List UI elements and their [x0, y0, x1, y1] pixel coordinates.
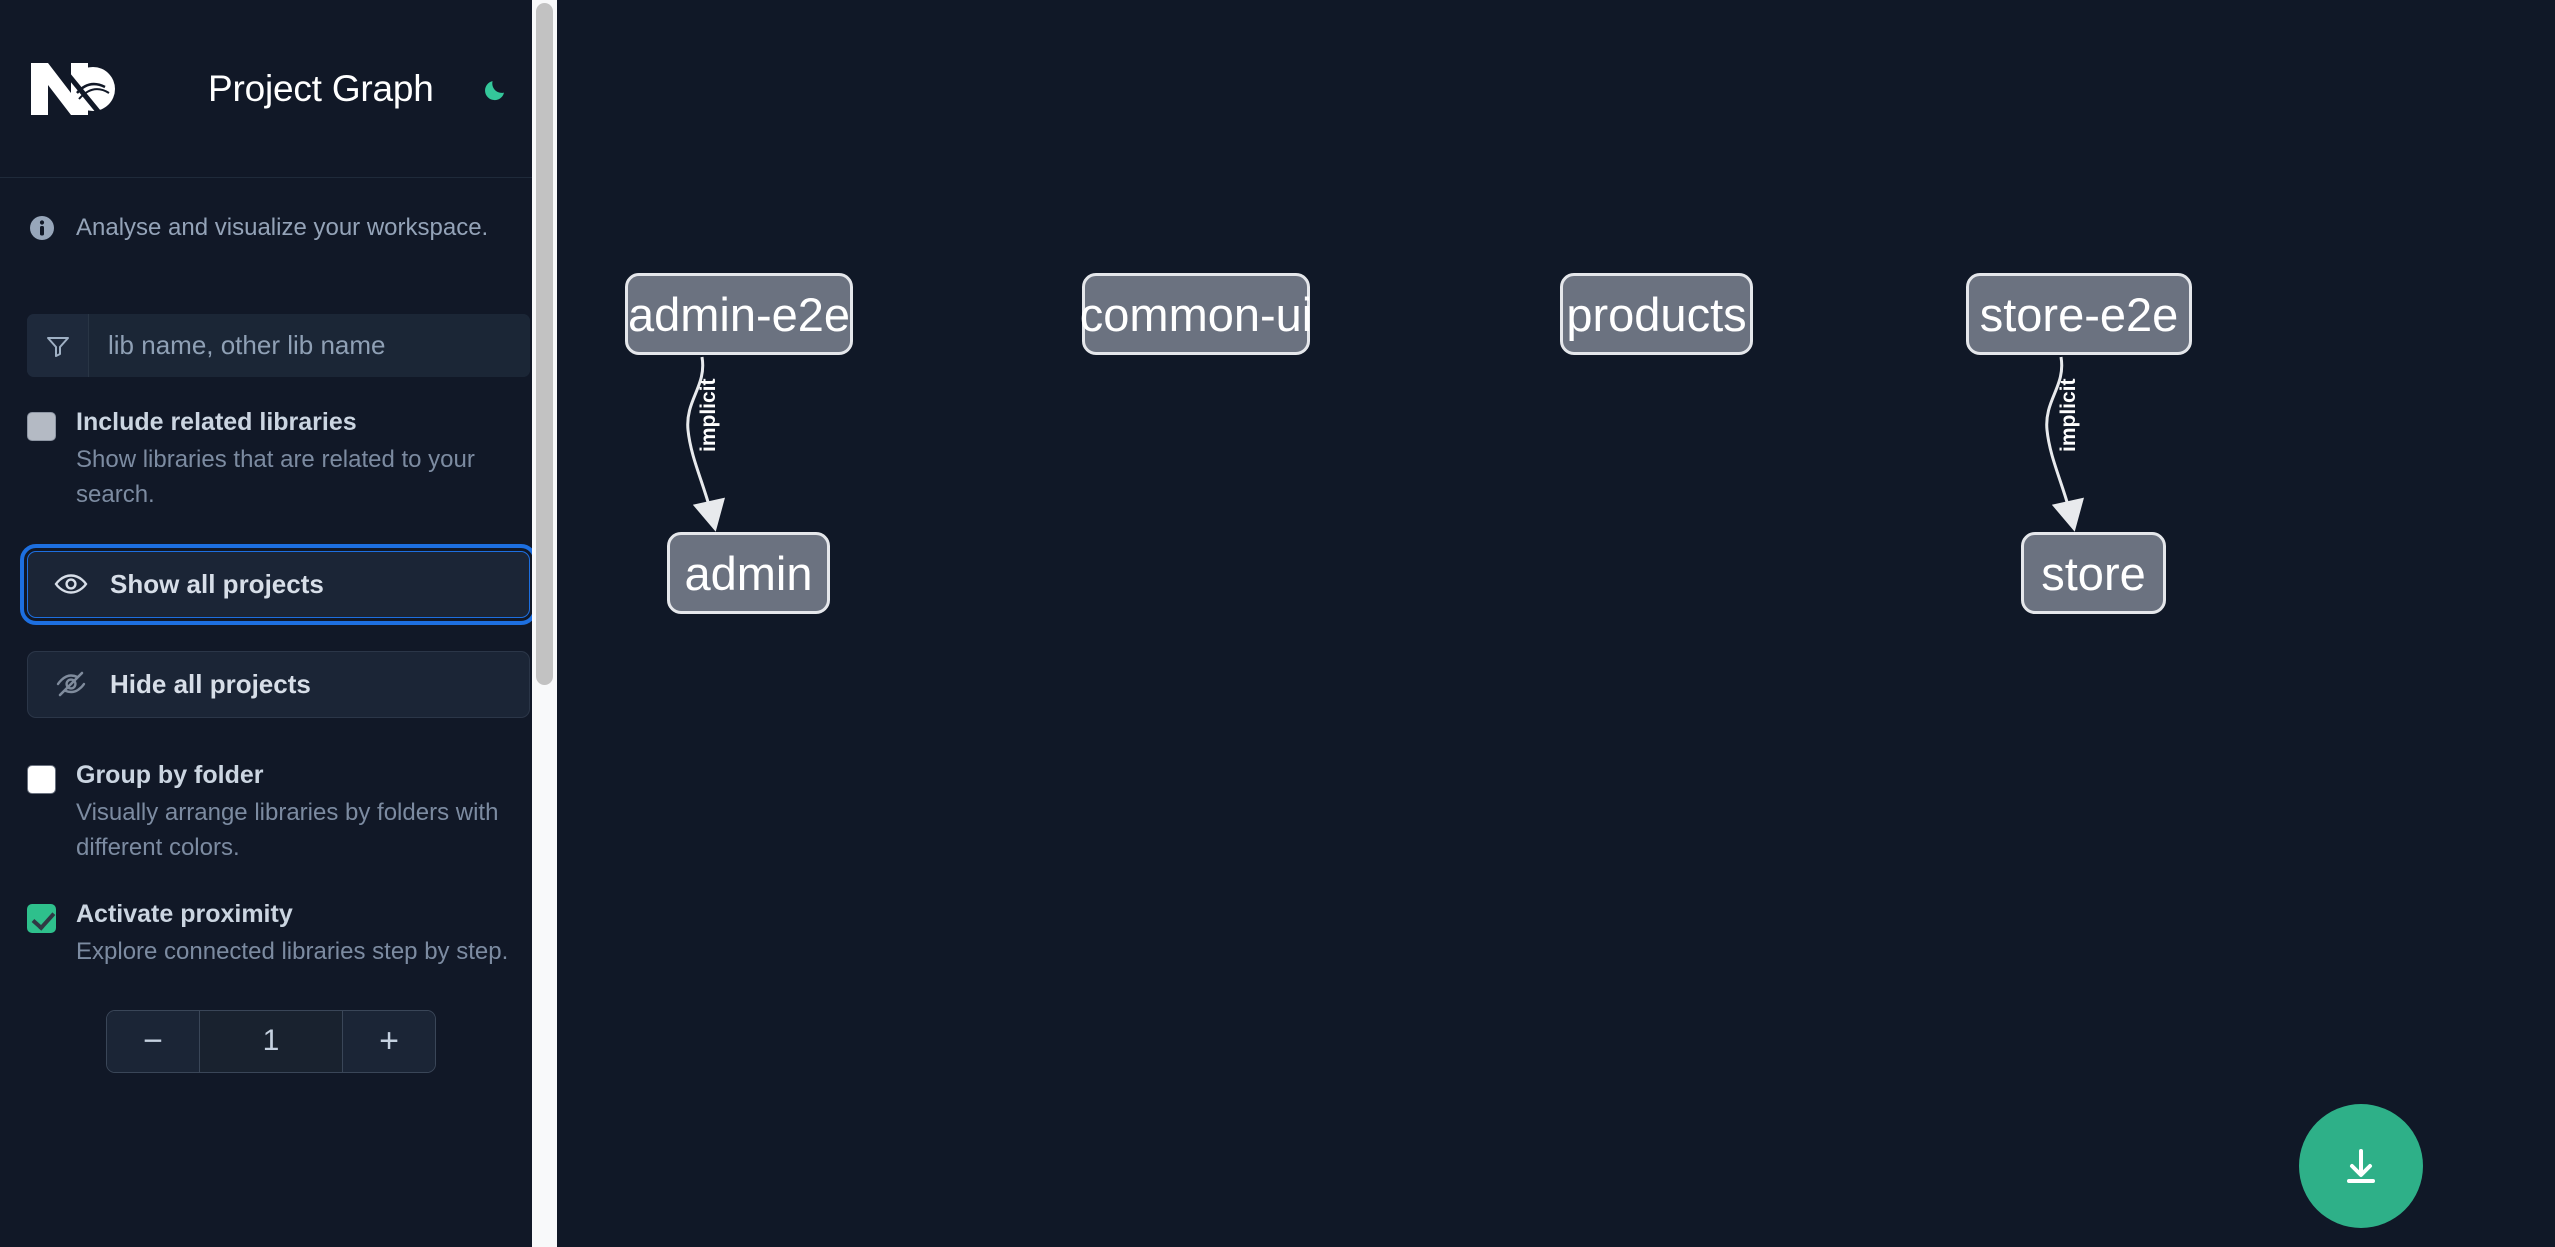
- graph-node-store-e2e[interactable]: store-e2e: [1966, 273, 2192, 355]
- option-group-by-folder[interactable]: Group by folder Visually arrange librari…: [0, 760, 557, 866]
- eye-icon: [54, 567, 88, 601]
- proximity-decrement-button[interactable]: −: [107, 1010, 200, 1072]
- option-activate-proximity[interactable]: Activate proximity Explore connected lib…: [0, 899, 557, 970]
- proximity-value: 1: [200, 1010, 342, 1072]
- search-input[interactable]: [89, 314, 530, 377]
- proximity-increment-button[interactable]: +: [342, 1010, 435, 1072]
- sidebar-header: Project Graph: [0, 0, 557, 178]
- nx-logo-icon: [27, 57, 123, 121]
- graph-node-admin[interactable]: admin: [667, 532, 830, 614]
- graph-edges: [686, 356, 2085, 532]
- option-include-related-libraries[interactable]: Include related libraries Show libraries…: [0, 407, 557, 513]
- graph-node-store[interactable]: store: [2021, 532, 2166, 614]
- option-description: Visually arrange libraries by folders wi…: [76, 799, 499, 861]
- graph-node-admin-e2e[interactable]: admin-e2e: [625, 273, 853, 355]
- edge-label-implicit: implicit: [2057, 378, 2080, 452]
- sidebar: Project Graph Analyse and visualize your…: [0, 0, 557, 1247]
- show-all-projects-label: Show all projects: [110, 568, 324, 599]
- option-title: Group by folder: [76, 760, 264, 789]
- sidebar-scrollbar-thumb[interactable]: [536, 3, 553, 685]
- info-icon: [27, 213, 57, 243]
- graph-node-common-ui[interactable]: common-ui: [1080, 273, 1312, 355]
- group-by-folder-checkbox[interactable]: [27, 764, 56, 794]
- download-button[interactable]: [2299, 1104, 2423, 1228]
- download-icon: [2347, 1149, 2375, 1183]
- tagline: Analyse and visualize your workspace.: [0, 178, 557, 278]
- tagline-text: Analyse and visualize your workspace.: [76, 214, 489, 241]
- activate-proximity-checkbox[interactable]: [27, 903, 56, 933]
- filter-bar: [27, 314, 530, 377]
- hide-all-projects-button[interactable]: Hide all projects: [27, 650, 530, 718]
- option-description: Show libraries that are related to your …: [76, 446, 475, 509]
- graph-canvas[interactable]: implicit implicit admin-e2e common-ui pr…: [557, 0, 2555, 1247]
- show-all-projects-button[interactable]: Show all projects: [20, 543, 537, 625]
- eye-off-icon: [54, 667, 88, 701]
- option-title: Activate proximity: [76, 899, 293, 928]
- proximity-stepper: − 1 +: [106, 1009, 436, 1073]
- edge-label-implicit: implicit: [697, 378, 720, 452]
- project-action-buttons: Show all projects Hide all projects: [0, 543, 557, 718]
- sidebar-scrollbar[interactable]: [532, 0, 557, 1247]
- option-description: Explore connected libraries step by step…: [76, 937, 509, 965]
- include-related-libraries-checkbox[interactable]: [27, 412, 56, 441]
- graph-node-products[interactable]: products: [1560, 273, 1753, 355]
- page-title: Project Graph: [208, 67, 434, 109]
- moon-icon[interactable]: [476, 69, 516, 109]
- funnel-icon: [27, 314, 89, 377]
- hide-all-projects-label: Hide all projects: [110, 668, 311, 699]
- option-title: Include related libraries: [76, 408, 357, 436]
